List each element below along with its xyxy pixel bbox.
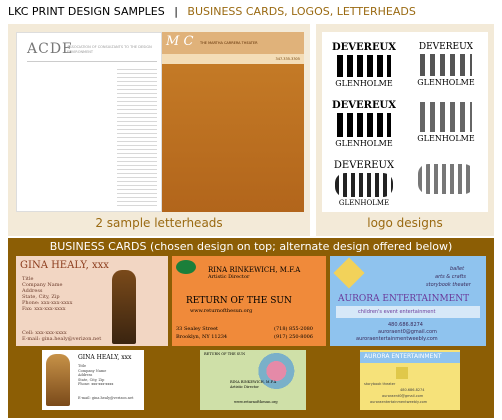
rina-alt-web: www.returnofthesun.org — [234, 400, 278, 404]
acde-tagline: ASSOCIATION OF CONSULTANTS TO THE DESIGN… — [67, 45, 152, 54]
business-cards-header: BUSINESS CARDS (chosen design on top; al… — [49, 240, 453, 253]
rina-phone2: (917) 250-8006 — [274, 334, 313, 340]
logo-bottom-text: GLENHOLME — [335, 79, 393, 88]
aurora-service-2: arts & crafts — [435, 274, 466, 280]
logo-variant-5: DEVEREUX GLENHOLME — [326, 160, 402, 210]
rina-address2: Brooklyn, NY 11234 — [176, 334, 228, 340]
gina-alt-name: GINA HEALY, xxx — [78, 354, 132, 361]
aurora-alt-web: auroraentertainmentweebly.com — [370, 400, 428, 404]
gina-cell: Cell: xxx-xxx-xxxx — [22, 330, 67, 336]
acde-letterhead[interactable]: ACDE ASSOCIATION OF CONSULTANTS TO THE D… — [16, 32, 162, 212]
rina-alt-title: Artistic Director — [230, 385, 259, 389]
gina-card-alt[interactable]: GINA HEALY, xxx Title Company Name Addre… — [42, 350, 144, 410]
letterhead-panel: ACDE ASSOCIATION OF CONSULTANTS TO THE D… — [8, 24, 310, 236]
aurora-card-alt[interactable]: AURORA ENTERTAINMENT storybook theater 4… — [360, 350, 460, 410]
page-header: LKC PRINT DESIGN SAMPLES | BUSINESS CARD… — [8, 4, 416, 20]
columns-icon — [420, 54, 472, 76]
figure-icon — [46, 354, 70, 406]
logo-sheet[interactable]: DEVEREUX GLENHOLME DEVEREUX GLENHOLME DE… — [322, 32, 488, 212]
rina-card-alt[interactable]: RETURN OF THE SUN RINA RINKEWICH, M.F.A … — [200, 350, 306, 410]
aurora-card-main[interactable]: ballet arts & crafts storybook theater A… — [330, 256, 486, 346]
aurora-service-3: storybook theater — [426, 282, 471, 288]
logo-top-text: DEVEREUX — [331, 100, 397, 111]
rina-alt-show: RETURN OF THE SUN — [204, 352, 246, 356]
header-right: BUSINESS CARDS, LOGOS, LETTERHEADS — [187, 5, 416, 18]
logo-bottom-text: GLENHOLME — [335, 139, 393, 148]
logo-bottom-text: GLENHOLME — [338, 199, 390, 207]
rina-web: www.returnofthesun.org — [190, 308, 253, 314]
letterheads-caption: 2 sample letterheads — [95, 216, 223, 230]
columns-icon — [337, 55, 391, 77]
gina-name: GINA HEALY, xxx — [20, 260, 109, 271]
acde-logo: ACDE — [27, 41, 74, 57]
aurora-tagline: children's event entertainment — [358, 309, 436, 315]
logo-panel: DEVEREUX GLENHOLME DEVEREUX GLENHOLME DE… — [316, 24, 494, 236]
theater-title: THE MARTHA CARRERA THEATER — [200, 41, 258, 45]
rina-title: Artistic Director — [208, 274, 250, 280]
logo-bottom-text: GLENHOLME — [417, 134, 475, 143]
aurora-alt-name: AURORA ENTERTAINMENT — [364, 353, 442, 360]
acde-rule — [27, 61, 157, 62]
columns-icon — [418, 164, 474, 194]
columns-icon — [335, 173, 393, 197]
aurora-phone: 480.686.8274 — [388, 322, 423, 328]
aurora-alt-email: auroraent0@gmail.com — [382, 394, 424, 398]
gina-card-main[interactable]: GINA HEALY, xxx Title Company Name Addre… — [16, 256, 168, 346]
logo-top-text: DEVEREUX — [418, 42, 474, 52]
gina-details: Title Company Name Address State, City, … — [22, 276, 73, 312]
rina-phone1: (718) 855-2080 — [274, 326, 313, 332]
logo-variant-3: DEVEREUX GLENHOLME — [326, 100, 402, 150]
logo-variant-1: DEVEREUX GLENHOLME — [326, 42, 402, 90]
logo-variant-4: GLENHOLME — [408, 100, 484, 150]
aurora-email: auroraent0@gmail.com — [378, 329, 437, 335]
aurora-service-1: ballet — [450, 266, 465, 272]
header-left: LKC PRINT DESIGN SAMPLES — [8, 5, 165, 18]
rina-address1: 33 Sealey Street — [176, 326, 219, 332]
star-icon — [333, 257, 365, 289]
acde-body-text — [117, 69, 157, 209]
aurora-tagline-band: children's event entertainment — [336, 306, 480, 318]
columns-icon — [420, 102, 472, 132]
header-separator: | — [174, 5, 178, 18]
theater-body — [162, 64, 304, 212]
logo-top-text: DEVEREUX — [331, 42, 397, 53]
logos-caption: logo designs — [367, 216, 443, 230]
theater-banner: M C THE MARTHA CARRERA THEATER — [162, 32, 304, 54]
theater-monogram: M C — [166, 34, 194, 49]
sun-icon — [176, 260, 196, 274]
columns-icon — [337, 113, 391, 137]
aurora-alt-services: storybook theater — [364, 382, 396, 386]
theater-subbanner: 347.335.3305 — [162, 54, 304, 64]
gina-email: E-mail: gina.healy@verizon.net — [22, 336, 102, 342]
statue-icon — [112, 270, 136, 344]
theater-letterhead[interactable]: M C THE MARTHA CARRERA THEATER 347.335.3… — [162, 32, 304, 212]
aurora-name: AURORA ENTERTAINMENT — [338, 294, 470, 304]
rina-name: RINA RINKEWICH, M.F.A — [208, 266, 301, 274]
rina-alt-name: RINA RINKEWICH, M.F.A — [230, 380, 277, 384]
logo-bottom-text: GLENHOLME — [417, 78, 475, 87]
logo-variant-6 — [408, 160, 484, 210]
gina-alt-email: E-mail: gina.healy@verizon.net — [78, 396, 134, 400]
aurora-alt-phone: 480.686.8274 — [400, 388, 425, 392]
logo-top-text: DEVEREUX — [333, 160, 395, 171]
ae-logo-icon — [396, 367, 408, 379]
rina-card-main[interactable]: RINA RINKEWICH, M.F.A Artistic Director … — [172, 256, 326, 346]
aurora-alt-band: AURORA ENTERTAINMENT — [360, 352, 460, 363]
business-cards-panel: BUSINESS CARDS (chosen design on top; al… — [8, 238, 494, 418]
aurora-web: auroraentertainmentweebly.com — [356, 336, 438, 342]
rina-show: RETURN OF THE SUN — [186, 296, 292, 306]
swirl-image — [200, 350, 306, 410]
gina-alt-details: Title Company Name Address State, City, … — [78, 364, 114, 386]
logo-variant-2: DEVEREUX GLENHOLME — [408, 42, 484, 90]
theater-footer: 347.335.3305 — [275, 57, 301, 61]
